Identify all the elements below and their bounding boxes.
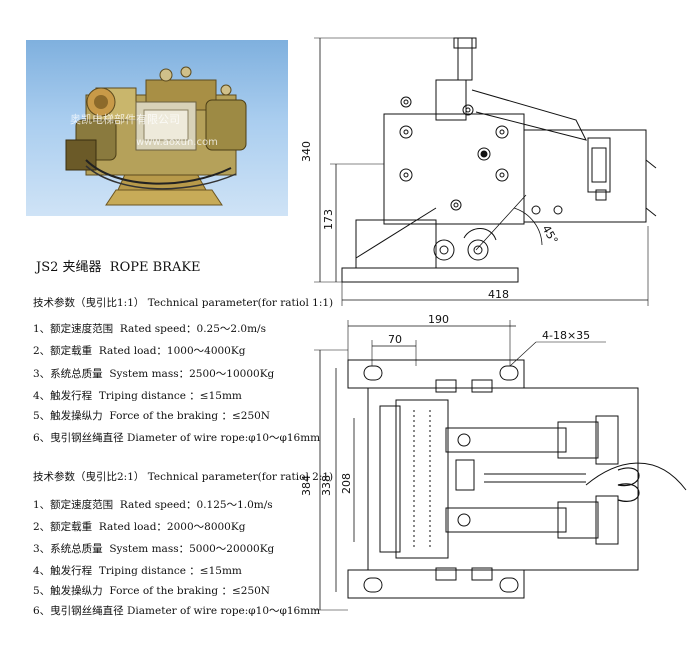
param-2-6: 6、曳引钢丝绳直径 Diameter of wire rope:φ10～φ16m… — [33, 605, 321, 617]
dim-height-total: 340 — [300, 141, 313, 162]
product-photo: 奥凯电梯部件有限公司 www.aoxun.com — [26, 40, 288, 216]
dim-plan-inner: 338 — [320, 475, 333, 496]
product-title: JS2 夹绳器 ROPE BRAKE — [36, 260, 201, 275]
param-2-1: 1、额定速度范围 Rated speed：0.125～1.0m/s — [33, 499, 273, 511]
param-group-1: 技术参数（曳引比1:1） Technical parameter(for rat… — [33, 298, 333, 443]
dim-plan-inner2: 208 — [340, 473, 353, 494]
plan-view — [347, 359, 687, 599]
dim-plan-height: 384 — [300, 475, 313, 496]
param-2-4: 4、触发行程 Triping distance ：≤15mm — [33, 565, 242, 577]
param-2-2: 2、额定载重 Rated load：2000～8000Kg — [33, 521, 246, 533]
param-1-5: 5、触发操纵力 Force of the braking ：≤250N — [33, 410, 270, 422]
dim-height-lower: 173 — [322, 209, 335, 230]
dim-width-top: 190 — [428, 313, 449, 326]
param-group-2-heading: 技术参数（曳引比2:1） Technical parameter(for rat… — [33, 471, 334, 483]
param-1-4: 4、触发行程 Triping distance ：≤15mm — [33, 390, 242, 402]
dim-holes: 4-18×35 — [542, 329, 590, 342]
rope-brake-photo-illustration — [65, 66, 247, 206]
param-1-1: 1、额定速度范围 Rated speed：0.25～2.0m/s — [33, 323, 266, 335]
param-group-2: 技术参数（曳引比2:1） Technical parameter(for rat… — [33, 472, 333, 616]
dim-offset: 70 — [388, 333, 402, 346]
param-1-3: 3、系统总质量 System mass：2500～10000Kg — [33, 368, 275, 380]
dim-width-side: 418 — [488, 288, 509, 301]
param-2-3: 3、系统总质量 System mass：5000～20000Kg — [33, 543, 275, 555]
watermark-url: www.aoxun.com — [136, 137, 218, 148]
param-1-6: 6、曳引钢丝绳直径 Diameter of wire rope:φ10～φ16m… — [33, 432, 321, 444]
param-1-2: 2、额定载重 Rated load：1000～4000Kg — [33, 345, 246, 357]
dim-angle: 45° — [539, 223, 560, 246]
technical-drawing: 340 173 418 45° 190 70 4-18×35 384 338 2… — [300, 37, 687, 611]
param-group-1-heading: 技术参数（曳引比1:1） Technical parameter(for rat… — [33, 297, 334, 309]
side-elevation-view — [341, 37, 657, 283]
watermark-company: 奥凯电梯部件有限公司 — [70, 113, 180, 126]
param-2-5: 5、触发操纵力 Force of the braking ：≤250N — [33, 585, 270, 597]
